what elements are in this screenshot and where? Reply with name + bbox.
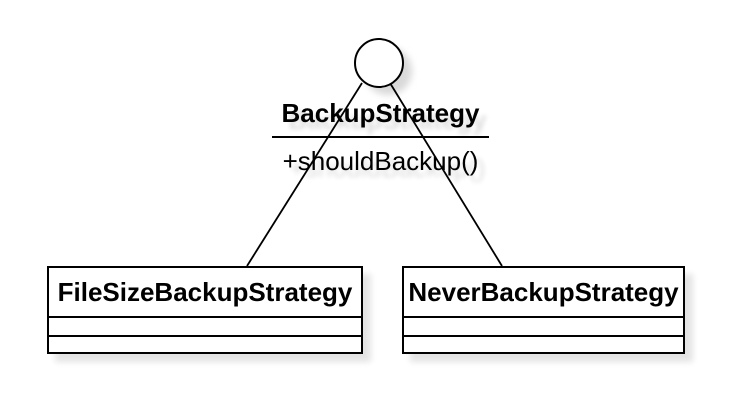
interface-lollipop-circle xyxy=(354,38,404,88)
interface-name: BackupStrategy xyxy=(272,98,489,138)
attributes-compartment xyxy=(49,318,361,337)
realization-edge-left xyxy=(246,82,363,267)
attributes-compartment xyxy=(404,318,683,337)
class-name: NeverBackupStrategy xyxy=(404,268,683,318)
operations-compartment xyxy=(404,337,683,352)
class-name: FileSizeBackupStrategy xyxy=(49,268,361,318)
interface-node: BackupStrategy +shouldBackup() xyxy=(272,98,489,176)
interface-method: +shouldBackup() xyxy=(282,146,479,176)
class-node-filesizebackupstrategy: FileSizeBackupStrategy xyxy=(47,266,363,354)
realization-edge-right xyxy=(389,82,503,267)
class-node-neverbackupstrategy: NeverBackupStrategy xyxy=(402,266,685,354)
operations-compartment xyxy=(49,337,361,352)
